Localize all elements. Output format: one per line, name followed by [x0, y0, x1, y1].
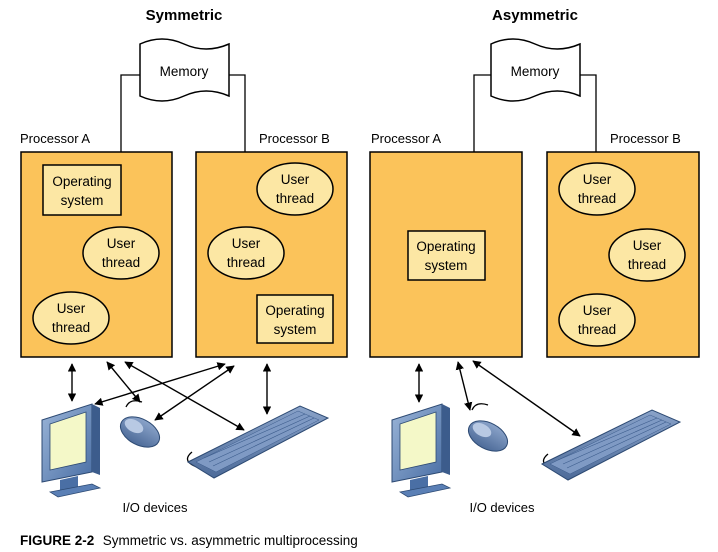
io-arrow — [472, 360, 581, 437]
io-devices-label: I/O devices — [122, 500, 188, 515]
caption-text: FIGURE 2-2 Symmetric vs. asymmetric mult… — [20, 532, 358, 549]
operating-system-box — [407, 230, 486, 281]
io-arrow — [455, 361, 473, 411]
operating-system-box — [256, 294, 334, 344]
processor-b-label: Processor B — [259, 131, 330, 146]
thread-line2: thread — [276, 191, 314, 206]
monitor-icon — [391, 403, 452, 498]
memory-bus-right — [229, 74, 246, 152]
thread-line2: thread — [578, 191, 616, 206]
thread-line1: User — [583, 172, 612, 187]
thread-line1: User — [57, 301, 86, 316]
operating-system-box — [42, 164, 122, 216]
memory-bus-left — [473, 74, 491, 152]
thread-line1: User — [281, 172, 310, 187]
monitor-icon — [41, 403, 102, 498]
thread-line2: thread — [52, 320, 90, 335]
mouse-icon — [119, 400, 161, 448]
thread-line1: User — [107, 236, 136, 251]
os-line1: Operating — [416, 239, 475, 254]
symmetric-panel: Symmetric Memory Processor A Processor B… — [20, 7, 348, 515]
thread-line1: User — [583, 303, 612, 318]
thread-line2: thread — [628, 257, 666, 272]
memory-label: Memory — [511, 64, 560, 79]
thread-line1: User — [232, 236, 261, 251]
symmetric-title: Symmetric — [146, 7, 223, 24]
thread-line2: thread — [578, 322, 616, 337]
thread-line1: User — [633, 238, 662, 253]
user-thread — [558, 162, 636, 216]
user-thread — [207, 226, 285, 280]
keyboard-icon — [540, 409, 682, 481]
user-thread — [558, 293, 636, 347]
memory-bus-left — [120, 74, 140, 152]
processor-b-label: Processor B — [610, 131, 681, 146]
asymmetric-panel: Asymmetric Memory Processor A Processor … — [369, 7, 700, 515]
thread-line2: thread — [227, 255, 265, 270]
memory-block — [490, 38, 581, 102]
os-line1: Operating — [52, 174, 111, 189]
caption-label: FIGURE 2-2 — [20, 533, 94, 548]
user-thread — [32, 291, 110, 345]
mouse-icon — [467, 403, 509, 452]
user-thread — [82, 226, 160, 280]
caption-body: Symmetric vs. asymmetric multiprocessing — [103, 533, 358, 548]
io-devices-label: I/O devices — [469, 500, 535, 515]
asymmetric-title: Asymmetric — [492, 7, 578, 24]
os-line2: system — [274, 322, 317, 337]
memory-block — [139, 38, 230, 102]
processor-a-label: Processor A — [20, 131, 90, 146]
memory-bus-right — [580, 74, 597, 152]
os-line2: system — [61, 193, 104, 208]
keyboard-icon — [186, 405, 330, 479]
memory-label: Memory — [160, 64, 209, 79]
figure-caption: FIGURE 2-2 Symmetric vs. asymmetric mult… — [20, 532, 358, 549]
os-line1: Operating — [265, 303, 324, 318]
io-arrow — [154, 365, 235, 421]
user-thread — [608, 228, 686, 282]
user-thread — [256, 162, 334, 216]
os-line2: system — [425, 258, 468, 273]
processor-a-label: Processor A — [371, 131, 441, 146]
thread-line2: thread — [102, 255, 140, 270]
